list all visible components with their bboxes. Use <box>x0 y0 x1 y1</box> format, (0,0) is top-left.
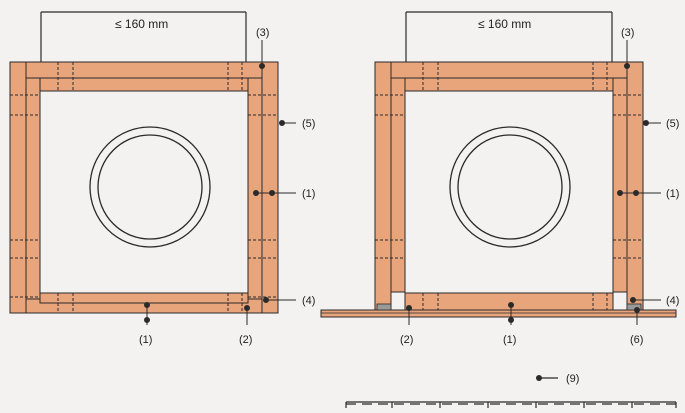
right-frame <box>374 61 644 311</box>
right-side-board-outer-left <box>374 61 392 311</box>
left-side-board-inner-left <box>25 77 41 300</box>
left-callout-2: (2) <box>239 334 252 346</box>
right-fixings <box>375 62 643 310</box>
left-dimension-label: ≤ 160 mm <box>115 17 168 31</box>
left-callouts: (3) (5) (1) (4) (1) (2) <box>139 27 315 346</box>
left-callout-4: (4) <box>302 295 315 307</box>
right-side-board-inner-right <box>612 77 628 293</box>
left-fixings <box>10 62 278 313</box>
left-top-board-outer <box>9 61 279 79</box>
right-callout-2: (2) <box>400 334 413 346</box>
right-pipe <box>449 126 571 248</box>
left-frame <box>9 61 279 314</box>
right-figure: ≤ 160 mm <box>320 11 679 346</box>
right-side-board-outer-right <box>626 61 644 311</box>
left-bottom-board-inner <box>39 292 249 304</box>
left-dimension: ≤ 160 mm <box>40 11 247 62</box>
left-callout-1-bottom: (1) <box>139 334 152 346</box>
legend: (9) <box>345 373 677 408</box>
right-callout-1-right: (1) <box>666 188 679 200</box>
right-callout-5: (5) <box>666 118 679 130</box>
right-seal-left <box>376 303 392 311</box>
legend-strip <box>345 401 677 408</box>
right-callouts: (3) (5) (1) (4) (2) (1) (6) <box>400 27 679 346</box>
right-floor-plate <box>320 309 677 318</box>
right-dimension-label: ≤ 160 mm <box>478 17 531 31</box>
left-figure: ≤ 160 mm <box>9 11 315 346</box>
right-callout-4: (4) <box>666 295 679 307</box>
left-side-board-outer-right <box>261 61 279 314</box>
right-top-board-outer <box>374 61 644 79</box>
right-callout-1-bottom: (1) <box>503 334 516 346</box>
left-callout-5: (5) <box>302 118 315 130</box>
left-pipe <box>89 126 211 248</box>
right-callout-3: (3) <box>621 27 634 39</box>
left-callout-3: (3) <box>256 27 269 39</box>
left-side-board-outer-left <box>9 61 27 314</box>
left-top-board-inner <box>24 77 264 92</box>
legend-bullet-icon <box>536 375 542 381</box>
right-top-board-inner <box>389 77 629 92</box>
right-bottom-board <box>404 292 614 311</box>
right-side-board-inner-left <box>390 77 406 293</box>
right-callout-6: (6) <box>630 334 643 346</box>
right-dimension: ≤ 160 mm <box>405 11 613 62</box>
left-side-board-inner-right <box>247 77 263 300</box>
left-callout-1-right: (1) <box>302 188 315 200</box>
legend-callout-9: (9) <box>566 373 579 385</box>
